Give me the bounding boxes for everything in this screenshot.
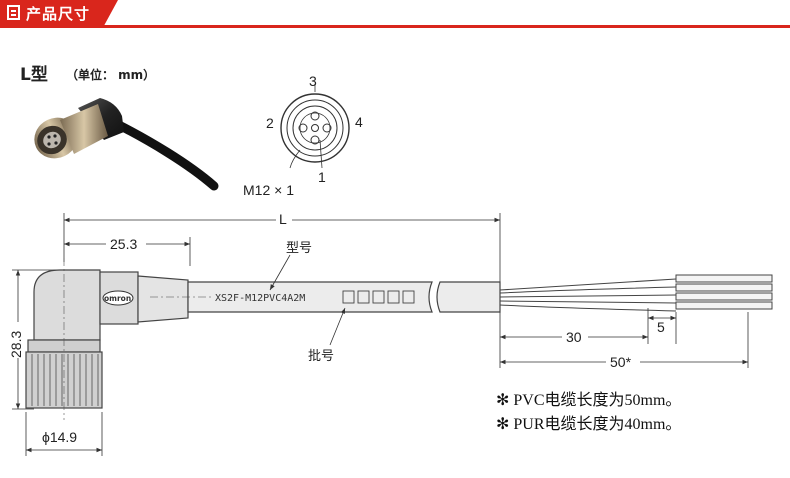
- unit-note: （单位： mm）: [66, 68, 156, 82]
- cable-note-pur: ✻ PUR电缆长度为40mm。: [496, 416, 682, 433]
- dim-height-label: 28.3: [8, 331, 24, 358]
- wire-ends: [675, 274, 773, 310]
- model-label: 型号: [286, 240, 312, 255]
- dim-lead-label: 50*: [610, 354, 632, 370]
- pin-label-1: 1: [318, 169, 326, 185]
- dim-length-label: L: [279, 211, 287, 227]
- wire-leads: [499, 278, 677, 312]
- header-rule: [0, 25, 790, 28]
- pin-label-3: 3: [309, 73, 317, 89]
- document-icon: [7, 5, 20, 20]
- connector-side-view: [25, 258, 189, 420]
- model-text: XS2F-M12PVC4A2M: [215, 293, 305, 304]
- dim-diameter-line: [25, 412, 103, 456]
- lot-label: 批号: [308, 348, 334, 363]
- type-title: L型: [20, 65, 48, 85]
- lot-leader: [329, 307, 346, 346]
- pin-face-view: [280, 84, 350, 169]
- thread-label: M12 × 1: [243, 182, 294, 198]
- brand-label: omron: [104, 294, 131, 303]
- lot-number-boxes: [342, 290, 415, 304]
- dim-depth-label: 25.3: [110, 236, 137, 252]
- dim-diameter-label: ϕ14.9: [42, 429, 77, 445]
- pin-label-2: 2: [266, 115, 274, 131]
- cable-note-pvc: ✻ PVC电缆长度为50mm。: [496, 392, 682, 409]
- cable: [150, 281, 501, 313]
- dim-strip-label: 30: [566, 329, 582, 345]
- section-header: 产品尺寸: [0, 0, 790, 28]
- product-photo: [34, 98, 219, 191]
- dim-wire-end-label: 5: [657, 319, 665, 335]
- header-title: 产品尺寸: [26, 5, 91, 23]
- pin-label-4: 4: [355, 114, 363, 130]
- model-leader: [269, 254, 291, 291]
